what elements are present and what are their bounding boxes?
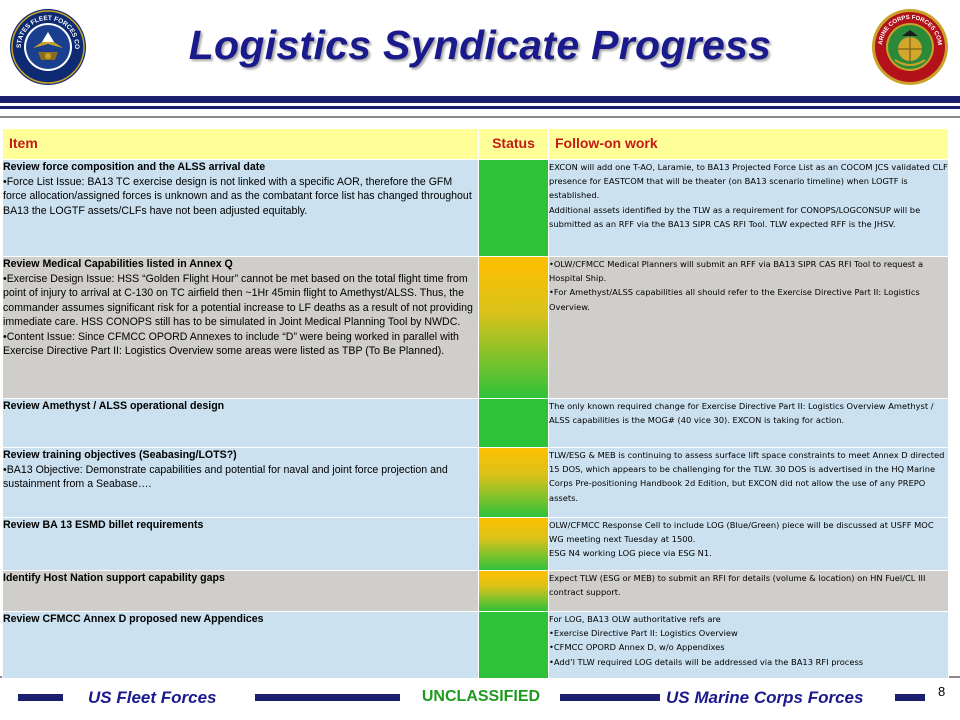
status-indicator-green (479, 399, 548, 447)
header-rule-thick (0, 96, 960, 103)
table-row: Review CFMCC Annex D proposed new Append… (2, 611, 949, 679)
table-row: Review BA 13 ESMD billet requirements OLW… (2, 517, 949, 571)
item-title: Identify Host Nation support capability … (3, 572, 225, 584)
status-indicator-yellow-green (479, 571, 548, 611)
status-cell (478, 398, 549, 448)
item-cell: Identify Host Nation support capability … (2, 570, 479, 612)
item-title: Review training objectives (Seabasing/LO… (3, 449, 237, 461)
item-cell: Review Amethyst / ALSS operational desig… (2, 398, 479, 448)
item-title: Review BA 13 ESMD billet requirements (3, 519, 204, 531)
table-body: Review force composition and the ALSS ar… (2, 159, 949, 679)
footer-right-label: US Marine Corps Forces (666, 688, 864, 707)
follow-on-work-cell: Expect TLW (ESG or MEB) to submit an RFI… (548, 570, 949, 612)
table-row: Identify Host Nation support capability … (2, 570, 949, 612)
table-header-row: Item Status Follow-on work (2, 128, 949, 160)
status-cell (478, 447, 549, 518)
table-row: Review Medical Capabilities listed in An… (2, 256, 949, 399)
follow-on-work-cell: For LOG, BA13 OLW authoritative refs are… (548, 611, 949, 679)
follow-on-work-cell: •OLW/CFMCC Medical Planners will submit … (548, 256, 949, 399)
follow-on-work-line: The only known required change for Exerc… (549, 401, 934, 426)
footer-bar-left (18, 694, 63, 701)
item-detail: •Content Issue: Since CFMCC OPORD Annexe… (3, 330, 459, 358)
header-rule-thin (0, 106, 960, 109)
follow-on-work-line: •OLW/CFMCC Medical Planners will submit … (549, 259, 924, 284)
page-title: Logistics Syndicate Progress (188, 22, 772, 68)
item-cell: Review CFMCC Annex D proposed new Append… (2, 611, 479, 679)
follow-on-work-line: •Add’l TLW required LOG details will be … (549, 656, 864, 667)
footer-bar-center-left (255, 694, 400, 701)
item-cell: Review Medical Capabilities listed in An… (2, 256, 479, 399)
item-title: Review force composition and the ALSS ar… (3, 161, 266, 173)
follow-on-work-line: EXCON will add one T-AO, Laramie, to BA1… (549, 162, 948, 201)
column-header-item: Item (2, 128, 479, 160)
follow-on-work-line: Expect TLW (ESG or MEB) to submit an RFI… (549, 573, 926, 598)
page-number: 8 (938, 684, 946, 699)
footer-bar-center-right (560, 694, 660, 701)
table-row: Review training objectives (Seabasing/LO… (2, 447, 949, 518)
follow-on-work-line: •CFMCC OPORD Annex D, w/o Appendixes (549, 642, 725, 653)
status-indicator-yellow-green (479, 518, 548, 570)
follow-on-work-line: TLW/ESG & MEB is continuing to assess su… (549, 450, 945, 503)
column-header-status: Status (478, 128, 549, 160)
fleet-forces-seal-icon: UNITED STATES FLEET FORCES COMMAND (9, 8, 86, 85)
table-row: Review force composition and the ALSS ar… (2, 159, 949, 257)
status-indicator-green (479, 612, 548, 678)
status-cell (478, 570, 549, 612)
footer-left-label: US Fleet Forces (88, 688, 217, 707)
progress-table: Item Status Follow-on work Review force … (2, 128, 949, 679)
follow-on-work-line: •Exercise Directive Part II: Logistics O… (549, 628, 738, 639)
item-detail: •Exercise Design Issue: HSS “Golden Flig… (3, 272, 473, 329)
item-cell: Review BA 13 ESMD billet requirements (2, 517, 479, 571)
slide-header: UNITED STATES FLEET FORCES COMMAND Logis… (0, 0, 960, 109)
item-detail: •Force List Issue: BA13 TC exercise desi… (3, 175, 472, 217)
item-cell: Review training objectives (Seabasing/LO… (2, 447, 479, 518)
follow-on-work-line: Additional assets identified by the TLW … (549, 204, 921, 229)
item-title: Review CFMCC Annex D proposed new Append… (3, 613, 264, 625)
item-title: Review Amethyst / ALSS operational desig… (3, 400, 225, 412)
table-row: Review Amethyst / ALSS operational desig… (2, 398, 949, 448)
marine-forces-seal-icon: U.S. MARINE CORPS FORCES COMMAND (871, 8, 948, 85)
item-detail: •BA13 Objective: Demonstrate capabilitie… (3, 463, 448, 491)
follow-on-work-cell: The only known required change for Exerc… (548, 398, 949, 448)
item-title: Review Medical Capabilities listed in An… (3, 258, 233, 270)
footer-bar-right (895, 694, 925, 701)
status-indicator-yellow-green (479, 257, 548, 398)
follow-on-work-line: OLW/CFMCC Response Cell to include LOG (… (549, 520, 934, 545)
follow-on-work-cell: EXCON will add one T-AO, Laramie, to BA1… (548, 159, 949, 257)
classification-label: UNCLASSIFIED (421, 688, 541, 705)
status-cell (478, 611, 549, 679)
status-cell (478, 256, 549, 399)
status-indicator-green (479, 160, 548, 256)
column-header-follow-on-work: Follow-on work (548, 128, 949, 160)
follow-on-work-cell: OLW/CFMCC Response Cell to include LOG (… (548, 517, 949, 571)
status-cell (478, 517, 549, 571)
follow-on-work-line: For LOG, BA13 OLW authoritative refs are (549, 614, 721, 624)
status-cell (478, 159, 549, 257)
item-cell: Review force composition and the ALSS ar… (2, 159, 479, 257)
follow-on-work-line: ESG N4 working LOG piece via ESG N1. (549, 548, 712, 559)
status-indicator-yellow-green (479, 448, 548, 517)
follow-on-work-line: •For Amethyst/ALSS capabilities all shou… (549, 287, 920, 312)
follow-on-work-cell: TLW/ESG & MEB is continuing to assess su… (548, 447, 949, 518)
